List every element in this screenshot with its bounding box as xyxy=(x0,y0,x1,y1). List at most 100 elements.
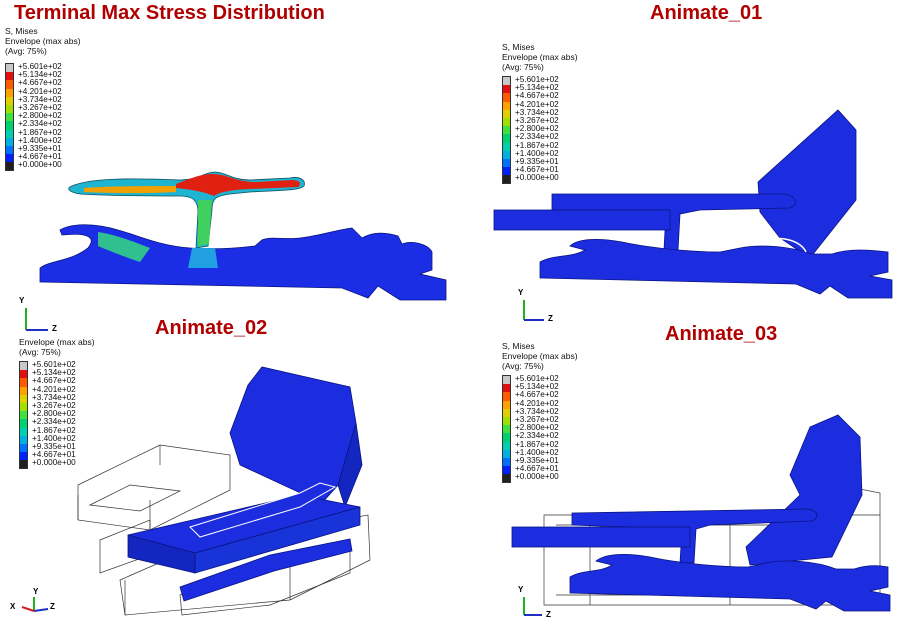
terminal-body-side xyxy=(194,506,361,574)
stress-hotspot-orange xyxy=(84,186,176,194)
stress-lower-cyan xyxy=(188,248,218,268)
terminal-lower-body xyxy=(539,238,893,299)
legend-variable: S, Mises xyxy=(5,26,38,36)
legend-swatch xyxy=(503,425,510,434)
legend-swatch xyxy=(6,88,13,97)
legend-swatch xyxy=(20,460,27,469)
legend-value: +5.601e+02 xyxy=(32,360,76,369)
legend-swatch xyxy=(6,80,13,89)
axis-triad xyxy=(523,597,542,616)
legend-value: +3.267e+02 xyxy=(18,102,62,112)
legend-value: +4.201e+02 xyxy=(18,86,62,96)
legend-swatch xyxy=(6,162,13,171)
panel-title: Animate_03 xyxy=(665,323,778,345)
legend-swatch xyxy=(503,117,510,127)
terminal-lower-body xyxy=(569,553,891,612)
stress-neck-green xyxy=(198,200,212,246)
legend-swatch xyxy=(6,72,13,81)
legend-values: +5.601e+02+5.134e+02+4.667e+02+4.201e+02… xyxy=(515,75,559,183)
legend-swatch xyxy=(503,376,510,385)
legend-swatch xyxy=(503,109,510,118)
animate-03-view xyxy=(511,414,891,612)
stress-hotspot-red xyxy=(176,174,300,196)
terminal-lower-body xyxy=(39,224,447,301)
legend-value: +5.601e+02 xyxy=(515,374,559,383)
legend-swatch xyxy=(503,408,510,417)
legend-swatch xyxy=(6,96,13,105)
legend-value: +1.867e+02 xyxy=(18,127,62,137)
stress-legend: S, Mises Envelope (max abs) (Avg: 75%) +… xyxy=(5,26,81,172)
legend-value: +0.000e+00 xyxy=(515,472,559,482)
legend-variable: S, Mises xyxy=(502,341,535,351)
legend-averaging: (Avg: 75%) xyxy=(502,62,544,72)
panel-animate-02: Animate_02 Envelope (max abs) (Avg: 75%)… xyxy=(0,315,460,627)
legend-averaging: (Avg: 75%) xyxy=(5,46,47,56)
legend-swatch xyxy=(503,101,510,110)
legend-swatch xyxy=(503,392,510,401)
mating-pin xyxy=(493,209,671,231)
legend-swatch xyxy=(20,435,27,444)
panel-animate-03: Animate_03 S, Mises Envelope (max abs) (… xyxy=(460,315,913,627)
legend-values: +5.601e+02+5.134e+02+4.667e+02+4.201e+02… xyxy=(515,374,559,482)
legend-value: +0.000e+00 xyxy=(32,458,76,468)
legend-value: +3.267e+02 xyxy=(515,414,559,424)
legend-value: +1.400e+02 xyxy=(32,433,76,443)
legend-swatch xyxy=(503,416,510,426)
legend-swatch xyxy=(20,394,27,403)
terminal-lower-tail xyxy=(179,538,353,602)
triad-y-label: Y xyxy=(33,587,39,596)
legend-swatch xyxy=(20,402,27,412)
legend-envelope: Envelope (max abs) xyxy=(19,337,95,347)
legend-swatch xyxy=(20,370,27,379)
legend-swatch xyxy=(6,129,13,138)
legend-swatch xyxy=(503,93,510,102)
legend-averaging: (Avg: 75%) xyxy=(19,347,61,357)
legend-envelope: Envelope (max abs) xyxy=(502,351,578,361)
legend-value: +2.334e+02 xyxy=(515,132,559,142)
panel-animate-01: Animate_01 S, Mises Envelope (max abs) (… xyxy=(460,0,913,340)
stress-legend: S, Mises Envelope (max abs) (Avg: 75%) +… xyxy=(502,42,578,185)
legend-value: +4.201e+02 xyxy=(32,384,76,394)
legend-value: +5.134e+02 xyxy=(515,83,559,93)
legend-value: +4.201e+02 xyxy=(515,99,559,109)
triad-z-label: Z xyxy=(50,602,55,611)
legend-value: +1.867e+02 xyxy=(32,425,76,435)
legend-swatch xyxy=(6,137,13,146)
contact-gap xyxy=(769,237,807,253)
legend-value: +2.800e+02 xyxy=(515,124,559,134)
legend-colorbar xyxy=(502,375,511,484)
legend-swatch xyxy=(20,427,27,436)
housing-latch-top xyxy=(229,366,357,504)
legend-colorbar xyxy=(502,76,511,185)
stress-lower-green xyxy=(98,232,150,262)
legend-swatch xyxy=(20,419,27,428)
legend-values: +5.601e+02+5.134e+02+4.667e+02+4.201e+02… xyxy=(32,360,76,468)
legend-swatch xyxy=(6,145,13,155)
legend-value: +3.267e+02 xyxy=(515,115,559,125)
legend-swatch xyxy=(6,113,13,122)
legend-swatch xyxy=(503,158,510,168)
legend-value: +4.667e+02 xyxy=(515,91,559,101)
legend-swatch xyxy=(6,104,13,114)
legend-swatch xyxy=(503,433,510,442)
panel-title: Animate_02 xyxy=(155,317,268,339)
animate-02-isometric-view xyxy=(77,366,371,616)
legend-value: +1.867e+02 xyxy=(515,439,559,449)
legend-colorbar xyxy=(19,361,28,470)
legend-value: +4.667e+01 xyxy=(32,450,76,460)
triad-z-label: Z xyxy=(52,324,57,333)
legend-swatch xyxy=(20,386,27,395)
legend-envelope: Envelope (max abs) xyxy=(5,36,81,46)
legend-swatch xyxy=(20,411,27,420)
legend-value: +0.000e+00 xyxy=(515,173,559,183)
legend-value: +4.667e+01 xyxy=(18,152,62,162)
triad-y-label: Y xyxy=(19,296,25,305)
legend-swatch xyxy=(6,154,13,163)
legend-swatch xyxy=(503,466,510,475)
legend-value: +4.201e+02 xyxy=(515,398,559,408)
legend-value: +1.867e+02 xyxy=(515,140,559,150)
legend-swatch xyxy=(503,85,510,94)
legend-value: +2.334e+02 xyxy=(18,119,62,129)
legend-value: +3.734e+02 xyxy=(32,392,76,402)
legend-swatch xyxy=(20,362,27,371)
